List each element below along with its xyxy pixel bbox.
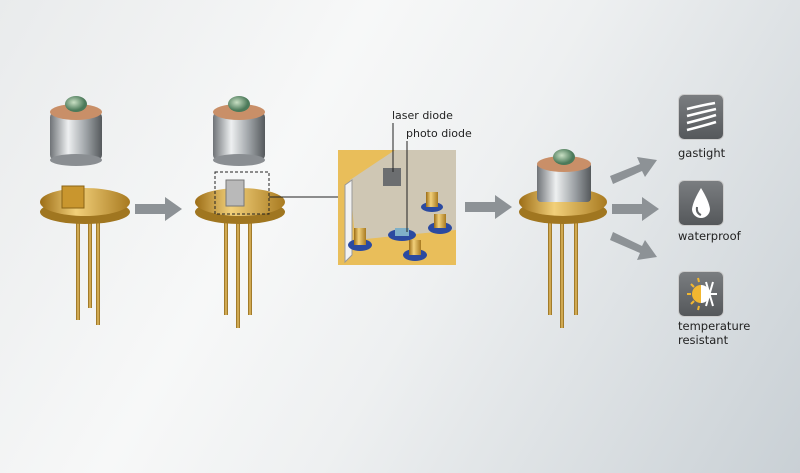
water-drop-icon xyxy=(679,181,723,225)
laser-diode-label: laser diode xyxy=(392,109,453,122)
output-arrows xyxy=(610,157,659,260)
arrow-2 xyxy=(465,195,512,219)
detail-inset xyxy=(338,150,456,265)
assembled-laser-diode xyxy=(519,149,607,328)
laser-cap-1 xyxy=(50,96,102,166)
laser-cap-2 xyxy=(213,96,265,166)
arrow-1 xyxy=(135,197,182,221)
photo-diode-label: photo diode xyxy=(406,127,472,140)
feature-label-waterproof: waterproof xyxy=(678,229,741,243)
header-base-2 xyxy=(195,179,285,328)
feature-label-temperature-resistant: temperature resistant xyxy=(678,319,751,347)
airflow-icon xyxy=(679,95,723,139)
feature-label-gastight: gastight xyxy=(678,146,726,160)
header-base-1 xyxy=(40,185,130,325)
sun-snowflake-icon xyxy=(679,272,723,316)
detail-selection-box xyxy=(214,171,270,215)
